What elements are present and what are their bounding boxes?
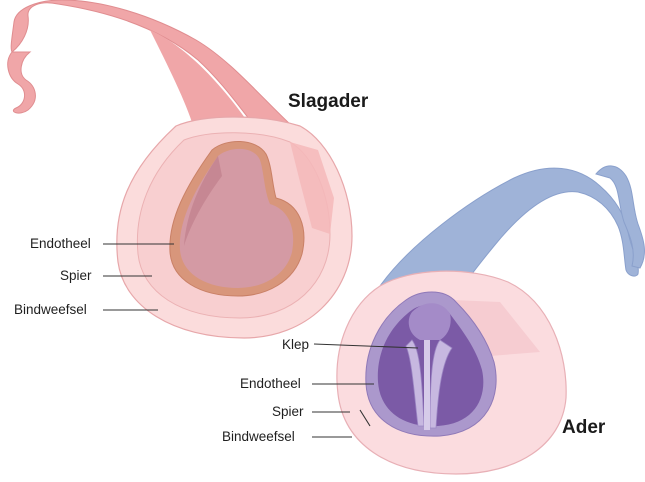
artery-connective-label: Bindweefsel: [14, 302, 87, 317]
artery-illustration: [8, 0, 352, 338]
vein-valve-center: [424, 340, 430, 430]
artery-endothelium-label: Endotheel: [30, 236, 91, 251]
vein-endothelium-label: Endotheel: [240, 376, 301, 391]
vein-title: Ader: [562, 417, 606, 438]
artery-tube: [11, 0, 292, 126]
vein-connective-label: Bindweefsel: [222, 429, 295, 444]
artery-muscle-label: Spier: [60, 268, 92, 283]
vein-valve-label: Klep: [282, 337, 309, 352]
artery-title: Slagader: [288, 91, 369, 112]
vein-muscle-label: Spier: [272, 404, 304, 419]
artery-tube-wave: [8, 52, 36, 113]
